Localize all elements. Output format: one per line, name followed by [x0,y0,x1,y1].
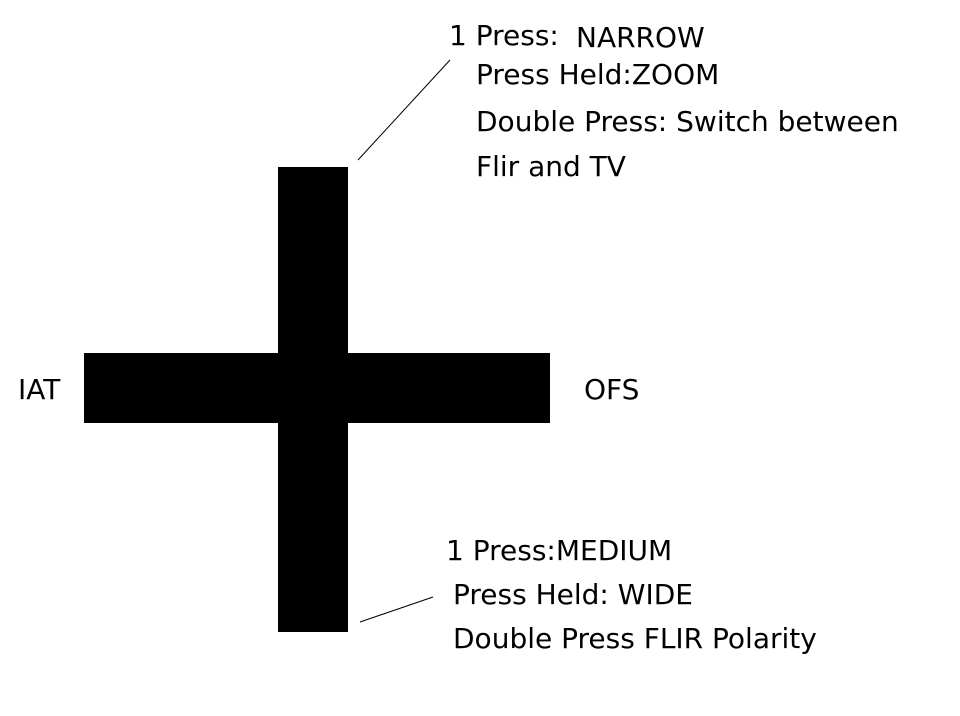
down-double-press-text: Double Press FLIR Polarity [453,622,817,655]
right-label: OFS [584,373,640,406]
up-double-press-line2: Flir and TV [476,150,626,183]
down-leader-line [359,596,434,623]
up-double-press-line1: Double Press: Switch between [476,105,899,138]
up-held-text: Press Held:ZOOM [476,58,720,91]
up-press-prefix: 1 Press: [449,19,559,52]
up-press-value: NARROW [576,21,705,54]
down-held-text: Press Held: WIDE [453,578,693,611]
up-leader-line [357,59,451,161]
cross-horizontal-bar [84,353,550,423]
left-label: IAT [18,373,61,406]
down-press-text: 1 Press:MEDIUM [446,534,673,567]
